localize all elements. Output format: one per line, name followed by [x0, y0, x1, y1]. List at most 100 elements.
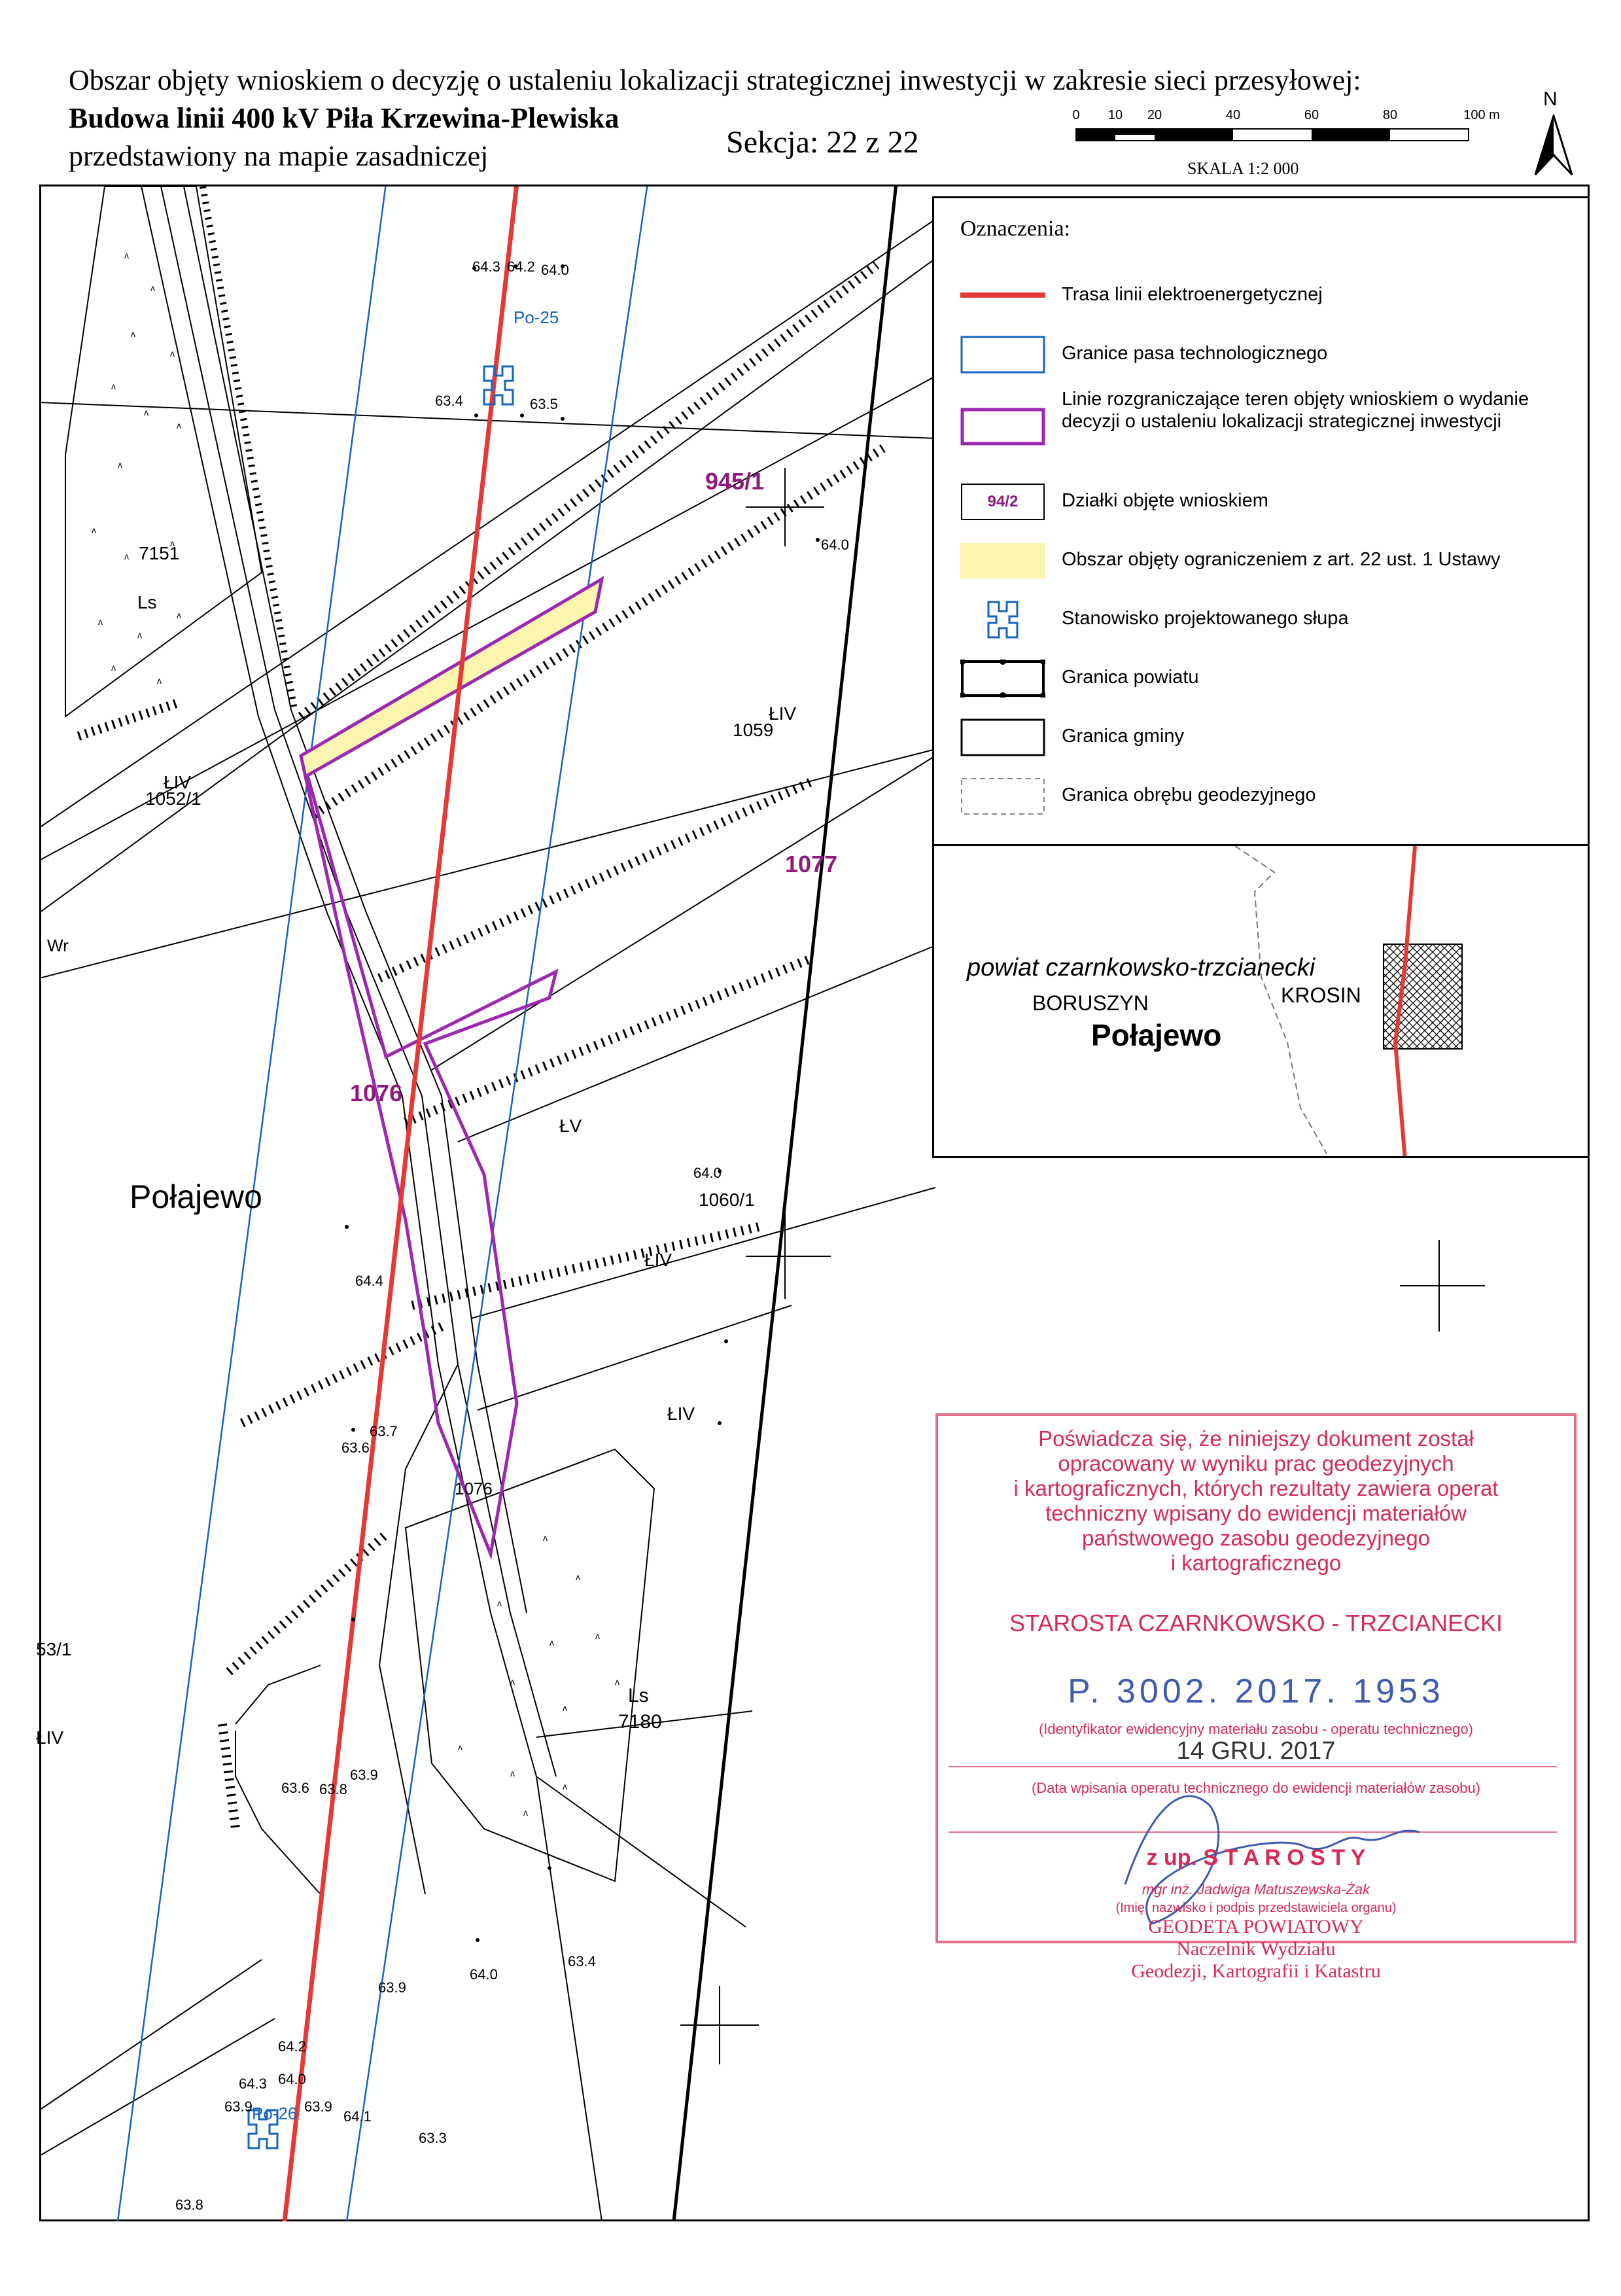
county-border-icon [960, 660, 1045, 698]
parcel-number: 7180 [618, 1711, 662, 1733]
elevation-label: 64.2 [507, 258, 535, 275]
stamp-text-line: i kartograficznego [1170, 1551, 1342, 1575]
pylon-icon [987, 601, 1019, 639]
stamp-frame [935, 1413, 1577, 1943]
scale-tick: 60 [1304, 108, 1319, 122]
parcel-number: 1059 [733, 720, 774, 740]
svg-text:ᴧ: ᴧ [615, 1676, 619, 1687]
svg-text:ᴧ: ᴧ [137, 629, 142, 640]
legend-item-county: Granica powiatu [960, 653, 1588, 705]
elevation-label: 63.3 [419, 2130, 447, 2146]
land-use-label: ŁIV [36, 1727, 64, 1748]
legend-panel: Oznaczenia: Trasa linii elektroenergetyc… [932, 196, 1590, 860]
elevation-label: 63.5 [530, 396, 558, 412]
elevation-label: 64.1 [343, 2108, 372, 2125]
svg-text:ᴧ: ᴧ [111, 381, 116, 391]
pylon-po-26 [247, 2109, 279, 2149]
stamp-id-caption: (Identyfikator ewidencyjny materiału zas… [1038, 1721, 1474, 1737]
legend-label: Granica obrębu geodezyjnego [1062, 785, 1316, 805]
commune-border-icon [960, 718, 1045, 756]
svg-text:ᴧ: ᴧ [150, 283, 155, 293]
stamp-title-3: Geodezji, Kartografii i Katastru [1131, 1960, 1381, 1982]
svg-text:ᴧ: ᴧ [144, 407, 148, 417]
svg-text:ᴧ: ᴧ [563, 1703, 567, 1713]
legend-title: Oznaczenia: [960, 217, 1070, 241]
stamp-text-line: Poświadcza się, że niniejszy dokument zo… [1038, 1426, 1474, 1451]
svg-text:ᴧ: ᴧ [523, 1807, 528, 1818]
locator-place-krosin: KROSIN [1281, 983, 1361, 1007]
pylon-label-po-25: Po-25 [514, 308, 559, 327]
section-label: Sekcja: 22 z 22 [726, 125, 919, 160]
stamp-id-number: P. 3002. 2017. 1953 [1068, 1672, 1444, 1710]
road-network [39, 183, 936, 2221]
route-line [282, 183, 519, 2221]
blue-box-icon [960, 336, 1045, 374]
elevation-label: 63.4 [435, 393, 463, 409]
svg-text:ᴧ: ᴧ [458, 1742, 462, 1752]
legend-item-commune: Granica gminy [960, 712, 1588, 764]
svg-text:ᴧ: ᴧ [510, 1768, 515, 1778]
restricted-area [301, 579, 602, 775]
red-line-icon [960, 292, 1045, 298]
land-use-label: ŁIV [164, 772, 192, 792]
parcel-box-icon [961, 484, 1045, 520]
elevation-label: 63.7 [370, 1423, 398, 1439]
land-use-label: Ls [628, 1685, 649, 1706]
elevation-label: 63.9 [224, 2098, 253, 2115]
yellow-fill-icon [960, 543, 1045, 578]
legend-label: Działki objęte wnioskiem [1062, 490, 1268, 511]
purple-box-icon [960, 408, 1045, 446]
title-line-2: Budowa linii 400 kV Piła Krzewina-Plewis… [69, 102, 619, 134]
elevation-label: 64.3 [239, 2075, 267, 2092]
svg-text:ᴧ: ᴧ [124, 551, 129, 561]
svg-text:ᴧ: ᴧ [131, 328, 135, 339]
svg-text:ᴧ: ᴧ [170, 538, 175, 548]
parcel-number: 53/1 [36, 1639, 72, 1659]
land-use-label: ŁIV [769, 703, 797, 724]
svg-text:ᴧ: ᴧ [111, 662, 116, 673]
svg-text:ᴧ: ᴧ [595, 1631, 600, 1641]
svg-text:ᴧ: ᴧ [92, 525, 96, 535]
svg-text:ᴧ: ᴧ [563, 1781, 567, 1792]
svg-text:ᴧ: ᴧ [510, 1676, 515, 1687]
elevation-label: 64.0 [693, 1165, 722, 1181]
legend-item-route: Trasa linii elektroenergetycznej [960, 270, 1588, 323]
legend-label: Trasa linii elektroenergetycznej [1062, 284, 1323, 305]
stamp-signatory-caption: (Imię, nazwisko i podpis przedstawiciela… [1115, 1901, 1397, 1915]
elevation-label: 63.9 [350, 1767, 378, 1783]
stamp-date: 14 GRU. 2017 [1176, 1737, 1336, 1765]
elevation-label: 64.2 [278, 2038, 306, 2055]
svg-text:ᴧ: ᴧ [543, 1532, 548, 1543]
land-use-label: Wr [47, 936, 69, 955]
elevation-label: 63.9 [378, 1979, 406, 1996]
stamp-title-2: Naczelnik Wydziału [1176, 1938, 1336, 1960]
parcel-label-sample: 94/2 [987, 493, 1019, 510]
legend-label: Stanowisko projektowanego słupa [1062, 608, 1349, 629]
selected-parcel-label: 1076 [350, 1080, 403, 1106]
stamp-text-line: opracowany w wyniku prac geodezyjnych [1058, 1451, 1454, 1475]
scale-tick: 10 [1107, 108, 1123, 122]
svg-text:ᴧ: ᴧ [124, 250, 129, 260]
place-name-polajewo: Połajewo [130, 1178, 262, 1215]
elevation-label: 64.3 [472, 258, 500, 275]
parcel-number: 1052/1 [145, 788, 201, 809]
survey-points [345, 264, 820, 1942]
certification-stamp: Poświadcza się, że niniejszy dokument zo… [935, 1413, 1577, 1982]
elevation-label: 63.8 [319, 1781, 347, 1797]
legend-item-precinct: Granica obrębu geodezyjnego [960, 771, 1588, 823]
elevation-label: 64.4 [355, 1273, 383, 1289]
legend-label: Granica gminy [1062, 726, 1184, 747]
elevation-label: 63.8 [175, 2197, 203, 2213]
svg-text:ᴧ: ᴧ [118, 459, 122, 470]
title-block: Obszar objęty wnioskiem o decyzję o usta… [39, 62, 1590, 186]
elevation-label: 64.0 [470, 1966, 498, 1983]
stamp-for-starosta: z up. S T A R O S T Y [1146, 1845, 1366, 1870]
locator-inset: powiat czarnkowsko-trzcianecki BORUSZYN … [932, 844, 1590, 1158]
legend-label: Granice pasa technologicznego [1062, 343, 1328, 364]
svg-text:ᴧ: ᴧ [177, 610, 181, 620]
scale-tick: 40 [1225, 108, 1241, 122]
stamp-text-line: techniczny wpisany do ewidencji materiał… [1045, 1501, 1467, 1525]
stamp-text-line: państwowego zasobu geodezyjnego [1081, 1526, 1431, 1550]
